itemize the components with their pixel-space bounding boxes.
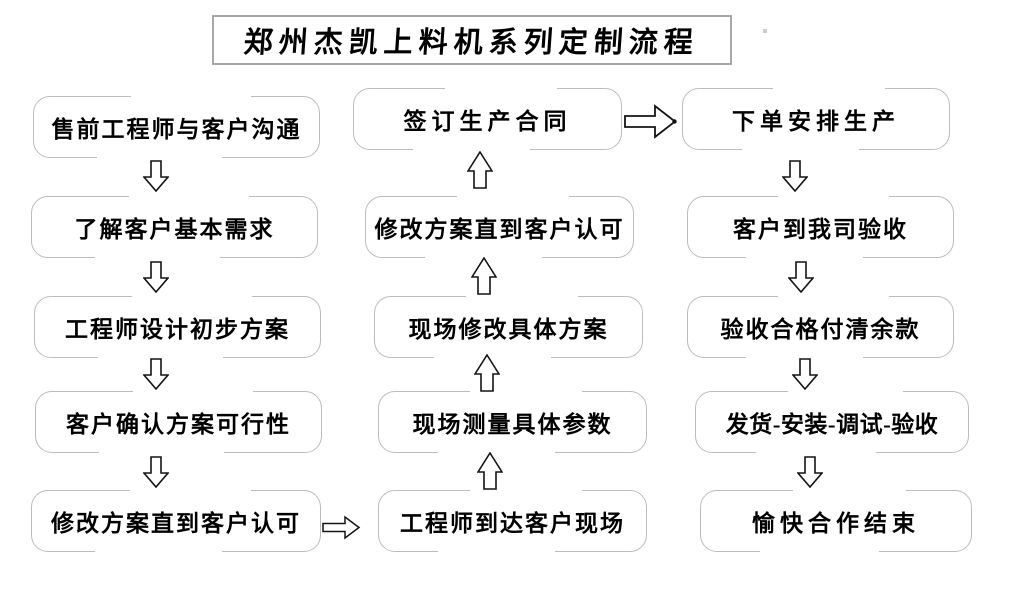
node-label: 售前工程师与客户沟通 — [51, 117, 302, 142]
arrow-down-icon — [143, 261, 169, 293]
node-label: 发货-安装-调试-验收 — [725, 412, 939, 437]
node-label: 客户到我司验收 — [733, 217, 908, 242]
flow-node-confirm-feasibility: 客户确认方案可行性 — [35, 390, 322, 454]
arrow-down-icon — [143, 456, 169, 488]
flow-node-onsite-measure-params: 现场测量具体参数 — [378, 390, 647, 454]
diagram-title: 郑州杰凯上料机系列定制流程 — [243, 27, 701, 59]
flow-node-onsite-revise-plan: 现场修改具体方案 — [374, 295, 643, 359]
node-label: 了解客户基本需求 — [74, 217, 275, 242]
flow-node-pay-balance: 验收合格付清余款 — [687, 295, 954, 359]
arrow-down-icon — [792, 358, 818, 390]
node-label: 签订生产合同 — [403, 109, 572, 134]
flow-node-schedule-production: 下单安排生产 — [682, 87, 950, 151]
flow-node-initial-design: 工程师设计初步方案 — [34, 295, 321, 359]
node-label: 现场测量具体参数 — [412, 412, 613, 437]
arrow-right-icon — [322, 515, 361, 540]
arrow-right-icon — [624, 104, 677, 139]
arrow-down-icon — [143, 160, 169, 192]
flow-node-presales-communication: 售前工程师与客户沟通 — [33, 95, 320, 159]
arrow-up-icon — [467, 151, 493, 189]
arrow-down-icon — [797, 456, 823, 488]
node-label: 工程师设计初步方案 — [65, 317, 290, 342]
arrow-up-icon — [474, 354, 500, 392]
node-label: 修改方案直到客户认可 — [51, 511, 301, 536]
flow-node-cooperation-end: 愉快合作结束 — [700, 489, 972, 553]
node-label: 愉快合作结束 — [752, 511, 920, 536]
node-label: 验收合格付清余款 — [720, 317, 921, 342]
arrow-down-icon — [788, 261, 814, 293]
flow-node-understand-needs: 了解客户基本需求 — [31, 195, 318, 259]
arrow-up-icon — [477, 452, 503, 490]
node-label: 工程师到达客户现场 — [400, 511, 625, 536]
flow-node-revise-until-approved: 修改方案直到客户认可 — [31, 489, 321, 553]
flow-node-customer-acceptance-visit: 客户到我司验收 — [687, 195, 954, 259]
arrow-up-icon — [471, 257, 497, 295]
node-label: 现场修改具体方案 — [408, 317, 609, 342]
arrow-down-icon — [143, 358, 169, 390]
flow-node-engineer-arrive-site: 工程师到达客户现场 — [378, 489, 647, 553]
flow-node-sign-contract: 签订生产合同 — [353, 87, 622, 151]
stray-dot — [763, 29, 767, 33]
flow-node-revise-until-approved-2: 修改方案直到客户认可 — [365, 195, 634, 259]
node-label: 修改方案直到客户认可 — [374, 217, 625, 242]
flow-node-ship-install-debug-accept: 发货-安装-调试-验收 — [695, 390, 969, 454]
arrow-down-icon — [782, 160, 808, 192]
node-label: 客户确认方案可行性 — [66, 412, 291, 437]
node-label: 下单安排生产 — [732, 109, 900, 134]
title-box: 郑州杰凯上料机系列定制流程 — [212, 15, 732, 65]
